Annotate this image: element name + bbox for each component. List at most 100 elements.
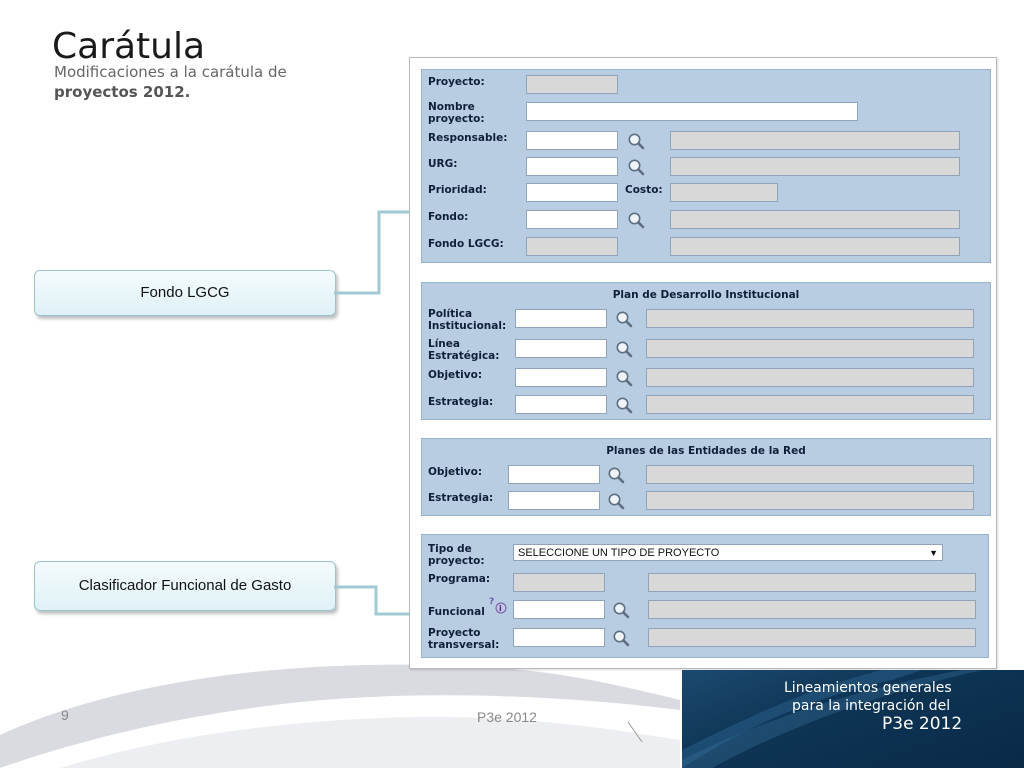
search-icon[interactable] [607,466,625,484]
proyecto-transversal-input[interactable] [513,628,605,647]
label-transversal-line2: transversal: [428,639,500,651]
label-tipo-line1: Tipo de [428,543,472,555]
search-icon[interactable] [615,369,633,387]
label-proyecto-transversal: Proyecto transversal: [428,627,499,651]
section-planes-entidades-red: Planes de las Entidades de la Red Objeti… [421,438,991,516]
banner-line-1: Lineamientos generales [784,680,952,696]
section-planes-entidades-title: Planes de las Entidades de la Red [606,445,806,457]
label-tipo-proyecto: Tipo de proyecto: [428,543,485,567]
search-icon[interactable] [615,310,633,328]
costo-field [670,183,778,202]
nombre-proyecto-input[interactable] [526,102,858,121]
fondo-lgcg-description-field [670,237,960,256]
search-icon[interactable] [627,132,645,150]
responsable-input[interactable] [526,131,618,150]
label-nombre-proyecto: Nombre proyecto: [428,101,485,125]
label-estrategia-red: Estrategia: [428,492,494,504]
estrategia-input[interactable] [515,395,607,414]
label-objetivo-red: Objetivo: [428,466,483,478]
banner-line-2: para la integración del [792,698,951,714]
urg-description-field [670,157,960,176]
tipo-proyecto-selected-value: SELECCIONE UN TIPO DE PROYECTO [518,547,720,559]
politica-description-field [646,309,974,328]
proyecto-field [526,75,618,94]
callout-fondo-lgcg-label: Fondo LGCG [140,284,230,301]
transversal-description-field [648,628,976,647]
label-transversal-line1: Proyecto [428,627,481,639]
label-fondo-lgcg: Fondo LGCG: [428,238,504,250]
slide-title: Carátula [52,26,206,67]
footer-banner: Lineamientos generales para la integraci… [682,670,1024,768]
search-icon[interactable] [627,211,645,229]
funcional-input[interactable] [513,600,605,619]
subtitle-line-2: proyectos 2012. [54,83,191,101]
objetivo-red-description-field [646,465,974,484]
search-icon[interactable] [607,492,625,510]
label-objetivo: Objetivo: [428,369,483,381]
prioridad-input[interactable] [526,183,618,202]
label-costo: Costo: [625,184,663,196]
label-funcional: Funcional [428,606,485,618]
estrategia-red-input[interactable] [508,491,600,510]
politica-institucional-input[interactable] [515,309,607,328]
connector-fondo [334,210,418,295]
subtitle-line-1: Modificaciones a la carátula de [54,63,287,81]
label-nombre-line2: proyecto: [428,113,485,125]
search-icon[interactable] [612,601,630,619]
fondo-description-field [670,210,960,229]
search-icon[interactable] [615,396,633,414]
label-prioridad: Prioridad: [428,184,487,196]
chevron-down-icon[interactable]: ▼ [929,548,938,558]
label-nombre-line1: Nombre [428,101,475,113]
linea-estrategica-input[interactable] [515,339,607,358]
estrategia-description-field [646,395,974,414]
funcional-description-field [648,600,976,619]
search-icon[interactable] [612,629,630,647]
connector-funcional [334,585,416,616]
programa-description-field [648,573,976,592]
tipo-proyecto-select[interactable]: SELECCIONE UN TIPO DE PROYECTO ▼ [513,544,943,561]
fondo-lgcg-field [526,237,618,256]
label-urg: URG: [428,158,458,170]
label-politica-line1: Política [428,308,473,320]
programa-field [513,573,605,592]
estrategia-red-description-field [646,491,974,510]
callout-clasificador-funcional: Clasificador Funcional de Gasto [34,561,336,611]
banner-decoration [682,670,982,768]
svg-text:i: i [499,604,502,613]
objetivo-input[interactable] [515,368,607,387]
banner-line-3: P3e 2012 [882,714,963,734]
label-programa: Programa: [428,573,491,585]
label-responsable: Responsable: [428,132,508,144]
linea-description-field [646,339,974,358]
label-tipo-line2: proyecto: [428,555,485,567]
project-form-panel: Proyecto: Nombre proyecto: Responsable: … [409,57,997,669]
label-politica-institucional: Política Institucional: [428,308,506,332]
section-tipo-proyecto: Tipo de proyecto: SELECCIONE UN TIPO DE … [421,534,989,658]
label-linea-line1: Línea [428,338,460,350]
svg-text:?: ? [489,597,494,607]
callout-clasificador-label: Clasificador Funcional de Gasto [78,577,292,594]
urg-input[interactable] [526,157,618,176]
background-swoosh [0,664,680,768]
objetivo-description-field [646,368,974,387]
label-politica-line2: Institucional: [428,320,507,332]
callout-fondo-lgcg: Fondo LGCG [34,270,336,316]
search-icon[interactable] [627,158,645,176]
responsable-description-field [670,131,960,150]
fondo-input[interactable] [526,210,618,229]
label-proyecto: Proyecto: [428,76,485,88]
search-icon[interactable] [615,340,633,358]
label-estrategia: Estrategia: [428,396,494,408]
objetivo-red-input[interactable] [508,465,600,484]
footer-label: P3e 2012 [477,709,537,725]
slide-subtitle: Modificaciones a la carátula de proyecto… [54,62,287,102]
help-icon[interactable]: ? i [488,595,508,615]
label-linea-estrategica: Línea Estratégica: [428,338,499,362]
section-general: Proyecto: Nombre proyecto: Responsable: … [421,69,991,263]
page-number: 9 [61,707,69,723]
label-linea-line2: Estratégica: [428,350,500,362]
label-fondo: Fondo: [428,211,469,223]
section-plan-desarrollo-institucional: Plan de Desarrollo Institucional Polític… [421,282,991,420]
section-plan-desarrollo-title: Plan de Desarrollo Institucional [612,289,800,301]
